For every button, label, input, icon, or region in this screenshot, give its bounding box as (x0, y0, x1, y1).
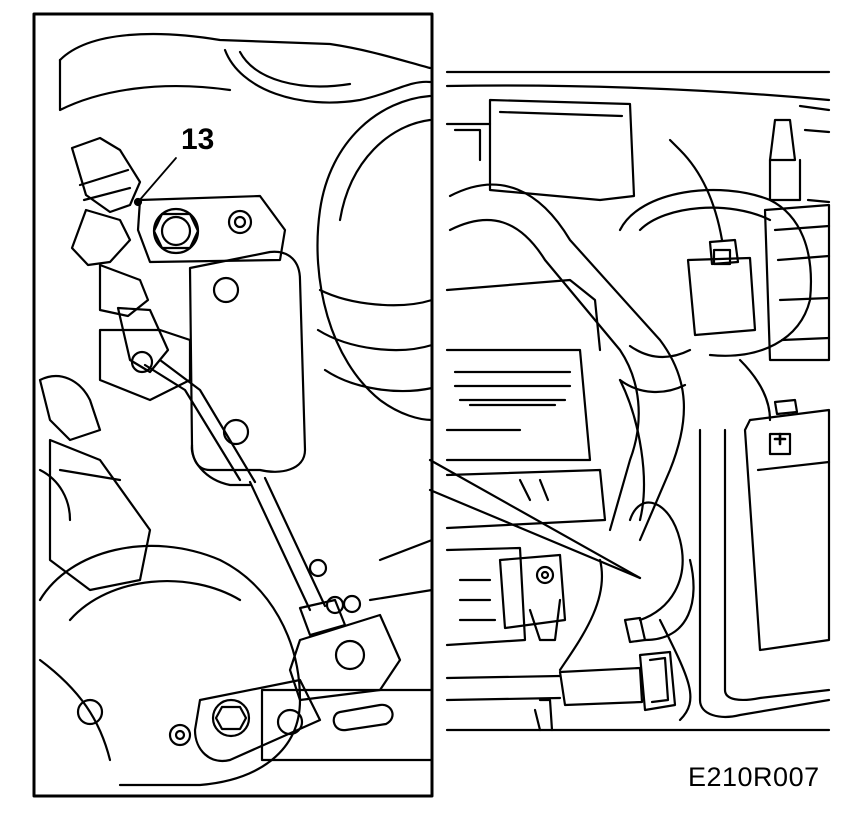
engine-bay-overview (428, 70, 831, 732)
callout-leader (137, 157, 177, 203)
connector-13 (70, 136, 257, 484)
figure-code: E210R007 (688, 762, 820, 792)
detail-inset (32, 12, 434, 798)
callout-number: 13 (181, 123, 215, 156)
